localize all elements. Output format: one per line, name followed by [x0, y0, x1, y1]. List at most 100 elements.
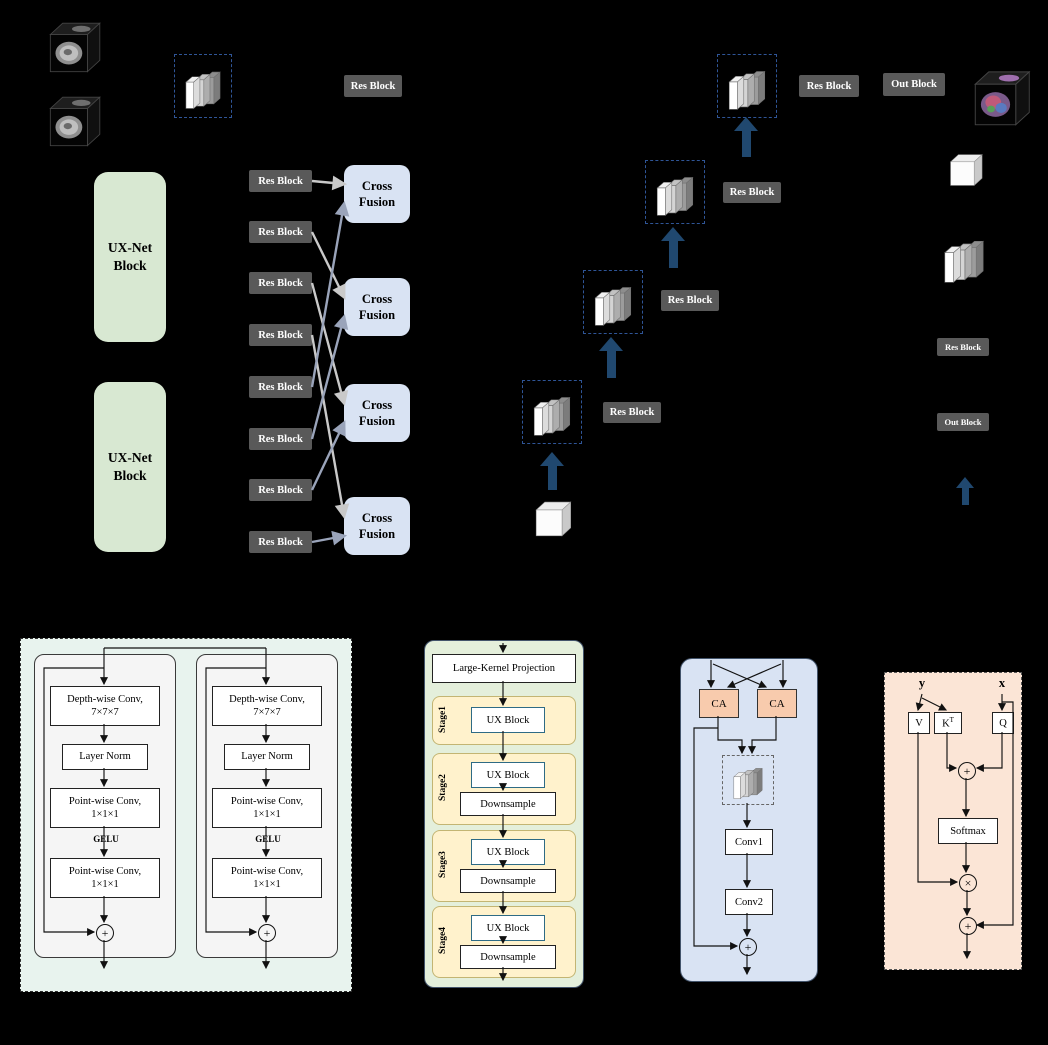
ux-block-label: UX Block: [486, 922, 530, 934]
cross-fusion-label-line1: Cross: [361, 291, 393, 306]
cross-fusion-label-line1: Cross: [361, 397, 393, 412]
mri-cube-icon: [40, 16, 106, 82]
large-kernel-projection-box: Large-Kernel Projection: [432, 654, 576, 683]
up-arrow-icon: [661, 227, 685, 268]
downsample-box: Downsample: [460, 869, 556, 893]
ca-label: CA: [711, 697, 727, 710]
layer-norm-label: Layer Norm: [241, 751, 293, 763]
query-label: Q: [999, 717, 1007, 729]
cross-fusion-label-line2: Fusion: [358, 195, 396, 209]
downsample-label: Downsample: [480, 798, 536, 810]
ux-block-label: UX Block: [486, 769, 530, 781]
uxnet-block-2: UX-Net Block: [94, 382, 166, 552]
feature-cube-icon: [944, 150, 986, 192]
input-y-label: y: [918, 676, 926, 690]
res-block-label: Res Block: [723, 182, 781, 203]
res-block-label: Res Block: [937, 338, 989, 356]
pointwise-kernel-label: 1×1×1: [253, 879, 281, 890]
up-arrow-icon: [734, 117, 758, 157]
mri-cube-icon: [40, 90, 106, 156]
downsample-label: Downsample: [480, 951, 536, 963]
res-block-label: Res Block: [603, 402, 661, 423]
feature-cube-icon: [529, 497, 575, 543]
cross-fusion-label-line2: Fusion: [358, 527, 396, 541]
uxnet-block-label-line2: Block: [113, 258, 147, 273]
query-box: Q: [992, 712, 1014, 734]
encoder2-fusion-links: [310, 200, 350, 546]
input-x-label: x: [998, 676, 1006, 690]
multiply-operator: ×: [959, 874, 977, 892]
decoder-slab-box: [583, 270, 643, 334]
decoder-slab-box: [645, 160, 705, 224]
cross-attention-box: CA: [757, 689, 797, 718]
add-operator: +: [958, 762, 976, 780]
downsample-box: Downsample: [460, 792, 556, 816]
stage2-label: Stage2: [438, 774, 448, 802]
ca-label: CA: [769, 697, 785, 710]
add-operator: +: [258, 924, 276, 942]
softmax-label: Softmax: [950, 825, 986, 837]
feature-slab-icon: [725, 61, 769, 111]
add-operator: +: [96, 924, 114, 942]
encoder1-fusion-links: [310, 175, 350, 520]
cross-fusion-block: Cross Fusion: [344, 278, 410, 336]
pointwise-conv-label: Point-wise Conv,: [68, 865, 142, 877]
conv1-label: Conv1: [734, 836, 763, 848]
ux-block-box: UX Block: [471, 707, 545, 733]
key-label: KT: [942, 715, 954, 730]
feature-slab-icon: [530, 387, 574, 437]
conv2-box: Conv2: [725, 889, 773, 915]
uxnet-block-label-line1: UX-Net: [107, 239, 153, 255]
conv1-box: Conv1: [725, 829, 773, 855]
gelu-label: GELU: [84, 834, 128, 844]
large-kernel-projection-label: Large-Kernel Projection: [452, 662, 556, 674]
pointwise-conv-box: Point-wise Conv, 1×1×1: [50, 788, 160, 828]
cross-fusion-label-line2: Fusion: [358, 308, 396, 322]
cross-fusion-label-line2: Fusion: [358, 414, 396, 428]
feature-slab-icon: [941, 230, 987, 284]
cross-fusion-label-line1: Cross: [361, 178, 393, 193]
res-block-label: Res Block: [249, 531, 312, 553]
depthwise-conv-label: Depth-wise Conv,: [67, 693, 143, 705]
feature-slab-icon: [653, 167, 697, 217]
pointwise-conv-label: Point-wise Conv,: [230, 795, 304, 807]
res-block-label: Res Block: [249, 221, 312, 243]
out-block-label: Out Block: [937, 413, 989, 431]
res-block-label: Res Block: [249, 376, 312, 398]
decoder-slab-box: [717, 54, 777, 118]
pointwise-conv-box: Point-wise Conv, 1×1×1: [212, 858, 322, 898]
pointwise-conv-label: Point-wise Conv,: [68, 795, 142, 807]
uxnet-block-1: UX-Net Block: [94, 172, 166, 342]
out-block-label: Out Block: [883, 73, 945, 96]
up-arrow-icon: [540, 452, 564, 490]
uxnet-block-label-line1: UX-Net: [107, 449, 153, 465]
pointwise-kernel-label: 1×1×1: [91, 809, 119, 820]
ux-block-box: UX Block: [471, 839, 545, 865]
pointwise-conv-box: Point-wise Conv, 1×1×1: [212, 788, 322, 828]
res-block-label: Res Block: [249, 428, 312, 450]
res-block-label: Res Block: [799, 75, 859, 97]
ux-block-label: UX Block: [486, 846, 530, 858]
cross-fusion-label-line1: Cross: [361, 510, 393, 525]
stage1-label: Stage1: [438, 706, 448, 733]
res-block-label: Res Block: [249, 324, 312, 346]
res-block-label: Res Block: [344, 75, 402, 97]
depthwise-conv-box: Depth-wise Conv, 7×7×7: [50, 686, 160, 726]
layer-norm-box: Layer Norm: [224, 744, 310, 770]
stage4-label: Stage4: [438, 927, 448, 955]
feature-slab-box: [174, 54, 232, 118]
value-box: V: [908, 712, 930, 734]
decoder-slab-box: [522, 380, 582, 444]
cross-fusion-block: Cross Fusion: [344, 497, 410, 555]
conv2-label: Conv2: [734, 896, 763, 908]
up-arrow-icon: [599, 337, 623, 378]
stage3-label: Stage3: [438, 851, 448, 879]
feature-slab-icon: [182, 62, 224, 110]
res-block-label: Res Block: [661, 290, 719, 311]
downsample-box: Downsample: [460, 945, 556, 969]
depthwise-kernel-label: 7×7×7: [91, 707, 119, 718]
cross-fusion-block: Cross Fusion: [344, 384, 410, 442]
gelu-label: GELU: [246, 834, 290, 844]
softmax-box: Softmax: [938, 818, 998, 844]
